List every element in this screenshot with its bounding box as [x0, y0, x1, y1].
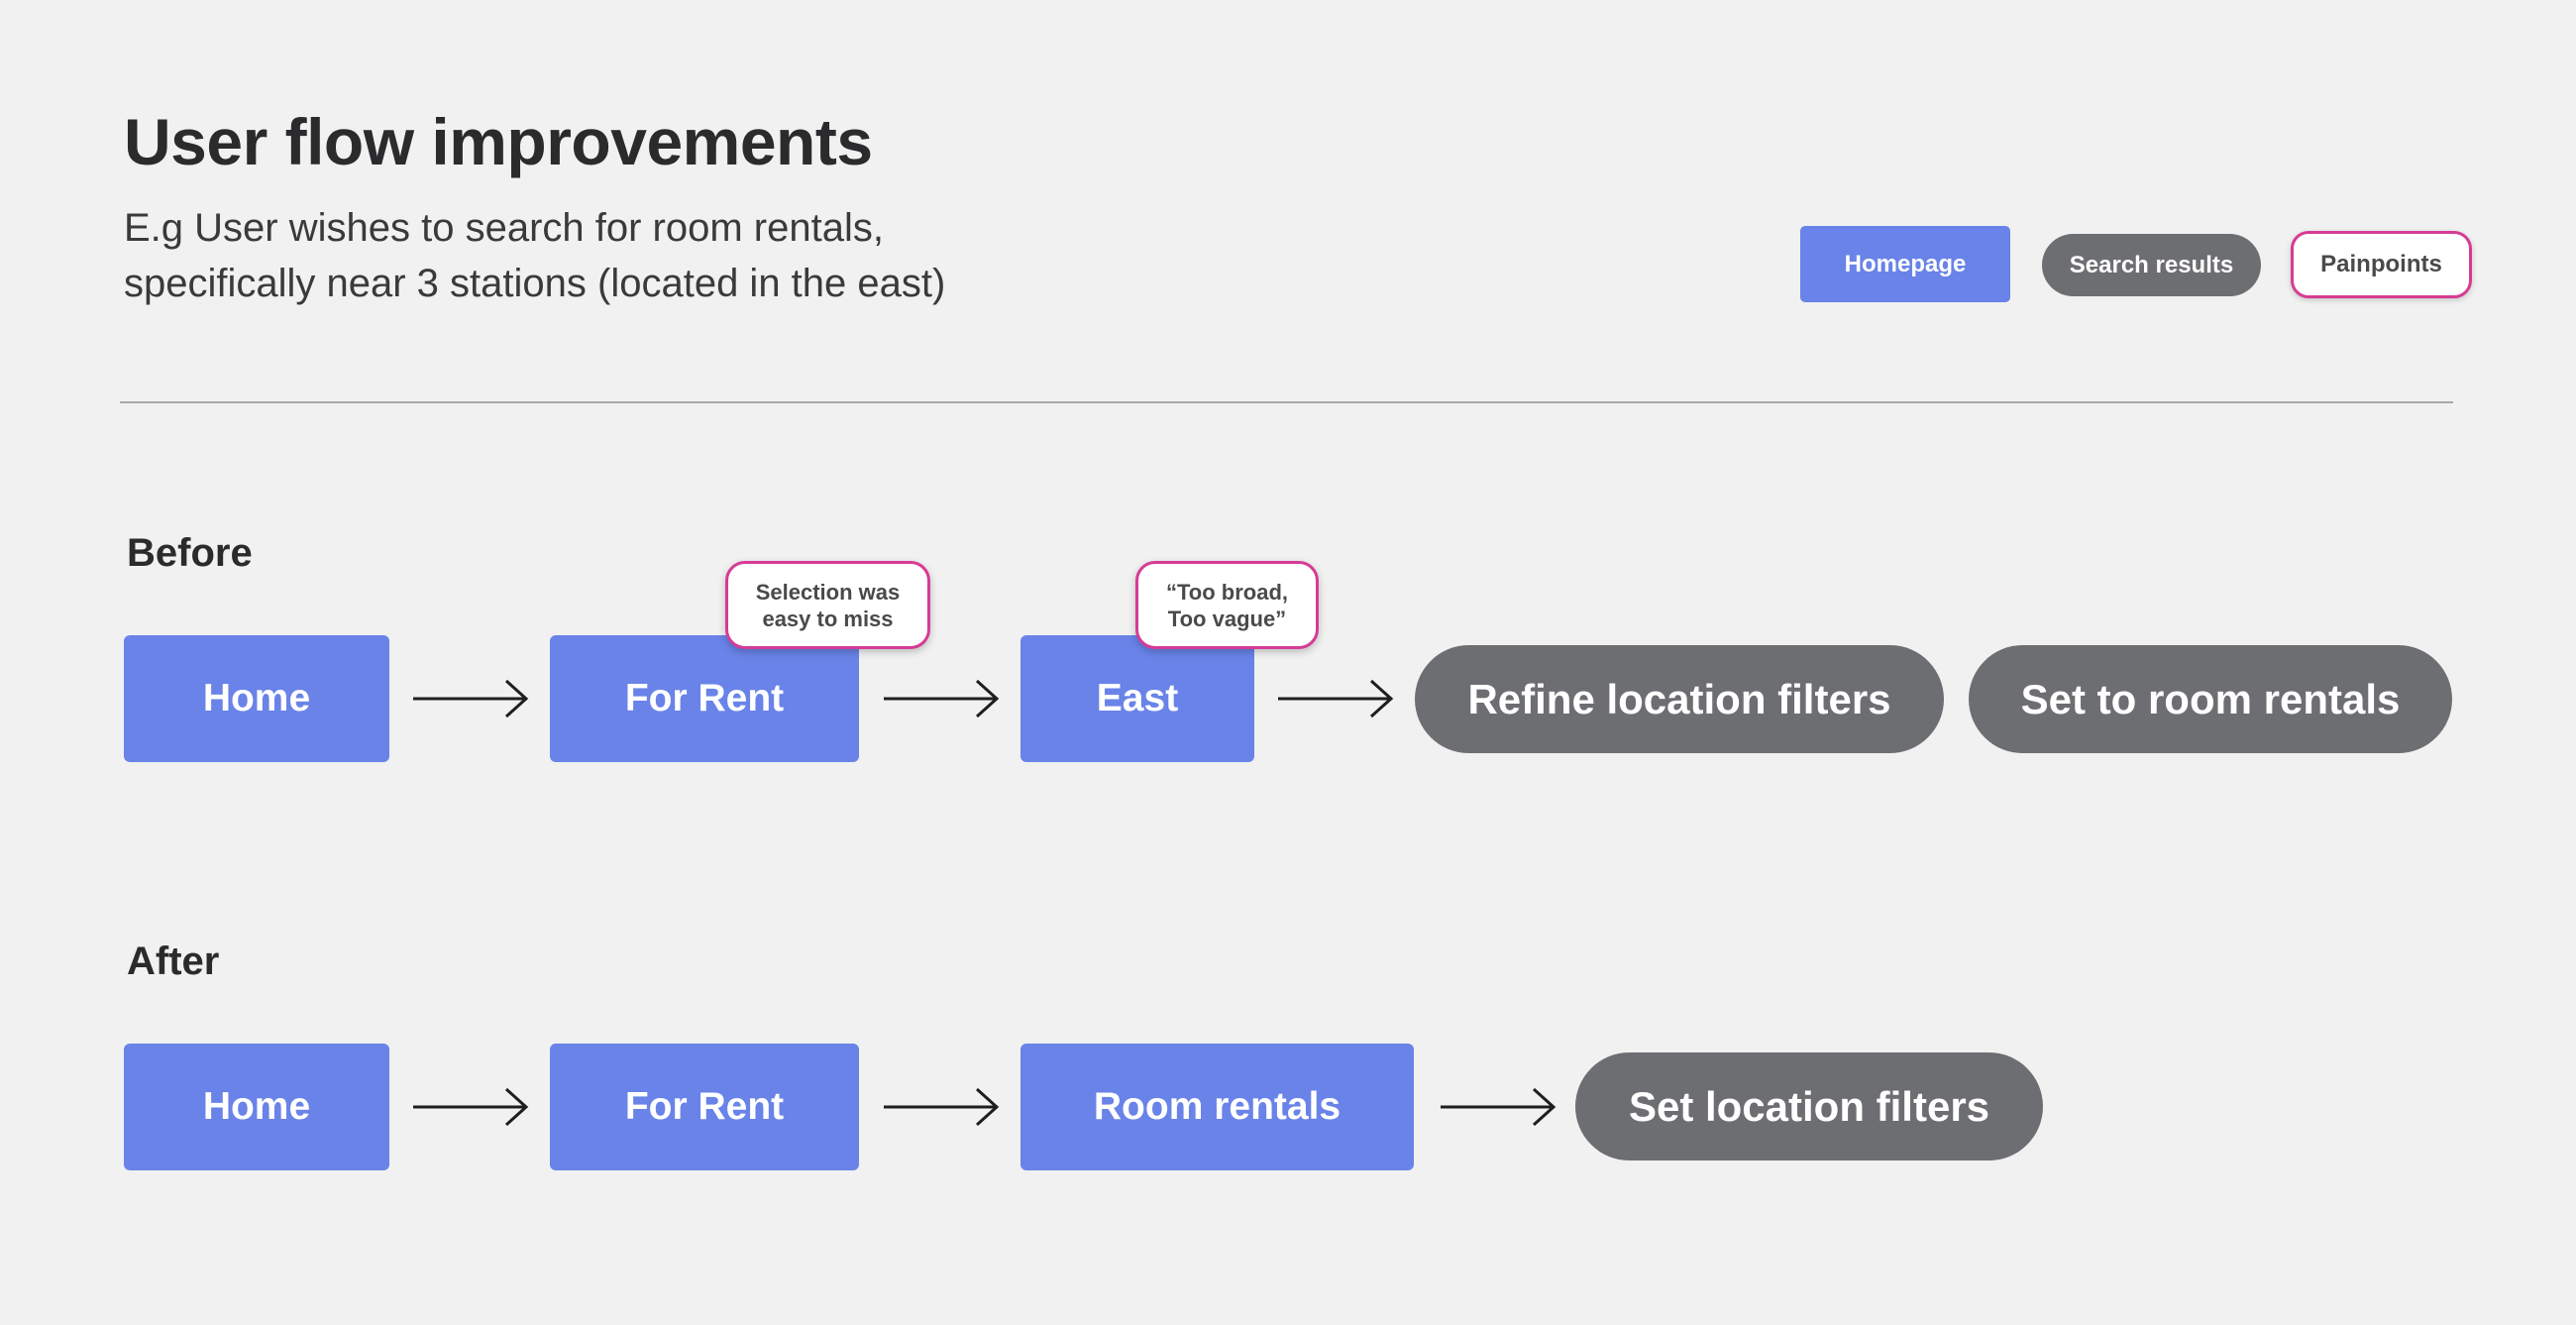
before-result-set-to-room-rentals: Set to room rentals — [1969, 645, 2452, 753]
arrow-right-icon — [884, 679, 1000, 718]
after-step-for-rent: For Rent — [550, 1044, 859, 1170]
arrow-right-icon — [1278, 679, 1394, 718]
before-step-home: Home — [124, 635, 389, 762]
painpoint-note-line: easy to miss — [762, 606, 894, 631]
painpoint-note-line: “Too broad, — [1165, 579, 1289, 605]
arrow-right-icon — [1441, 1087, 1556, 1127]
painpoint-note-line: Too vague” — [1167, 606, 1287, 631]
page-title: User flow improvements — [124, 105, 873, 178]
subtitle-line-1: E.g User wishes to search for room renta… — [124, 206, 884, 250]
after-step-home: Home — [124, 1044, 389, 1170]
legend-search-results: Search results — [2042, 234, 2261, 296]
before-step-east: East — [1020, 635, 1254, 762]
after-step-room-rentals: Room rentals — [1020, 1044, 1414, 1170]
subtitle-line-2: specifically near 3 stations (located in… — [124, 262, 946, 305]
legend-homepage: Homepage — [1800, 226, 2010, 302]
arrow-right-icon — [413, 1087, 529, 1127]
painpoint-note-line: Selection was — [755, 579, 901, 605]
legend-painpoints: Painpoints — [2291, 231, 2472, 298]
before-result-refine-location-filters: Refine location filters — [1415, 645, 1944, 753]
after-result-set-location-filters: Set location filters — [1575, 1052, 2043, 1160]
arrow-right-icon — [413, 679, 529, 718]
after-label: After — [127, 939, 220, 983]
before-step-for-rent: For Rent — [550, 635, 859, 762]
painpoint-note-selection: Selection was easy to miss — [725, 561, 930, 649]
arrow-right-icon — [884, 1087, 1000, 1127]
divider — [120, 401, 2453, 403]
before-label: Before — [127, 531, 253, 575]
painpoint-note-too-broad: “Too broad, Too vague” — [1135, 561, 1319, 649]
